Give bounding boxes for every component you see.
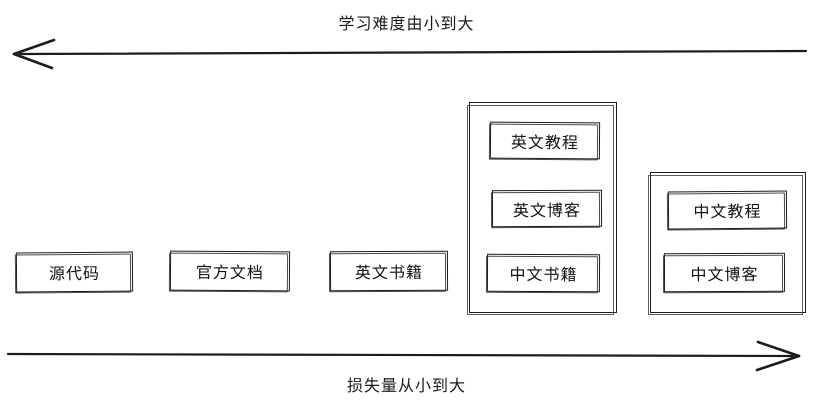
node-label: 中文书籍 [509, 264, 578, 285]
top-axis-label: 学习难度由小到大 [338, 14, 475, 33]
node-chinese-blogs[interactable]: 中文博客 [663, 252, 786, 293]
bottom-axis-label: 损失量从小到大 [346, 376, 466, 395]
node-label: 英文教程 [510, 132, 580, 152]
node-english-tutorials[interactable]: 英文教程 [489, 121, 601, 160]
node-chinese-tutorials[interactable]: 中文教程 [667, 190, 788, 230]
node-label: 官方文档 [195, 262, 265, 283]
top-arrow-icon [12, 38, 808, 70]
node-label: 英文书籍 [354, 262, 424, 283]
node-label: 源代码 [48, 263, 101, 284]
node-label: 英文博客 [512, 200, 582, 220]
node-english-books[interactable]: 英文书籍 [329, 250, 449, 292]
node-english-blogs[interactable]: 英文博客 [491, 189, 603, 228]
node-label: 中文教程 [693, 201, 762, 222]
node-label: 中文博客 [690, 264, 759, 284]
node-chinese-books[interactable]: 中文书籍 [486, 253, 601, 293]
node-source-code[interactable]: 源代码 [15, 251, 134, 293]
bottom-arrow-icon [6, 340, 801, 372]
node-official-docs[interactable]: 官方文档 [169, 250, 291, 292]
